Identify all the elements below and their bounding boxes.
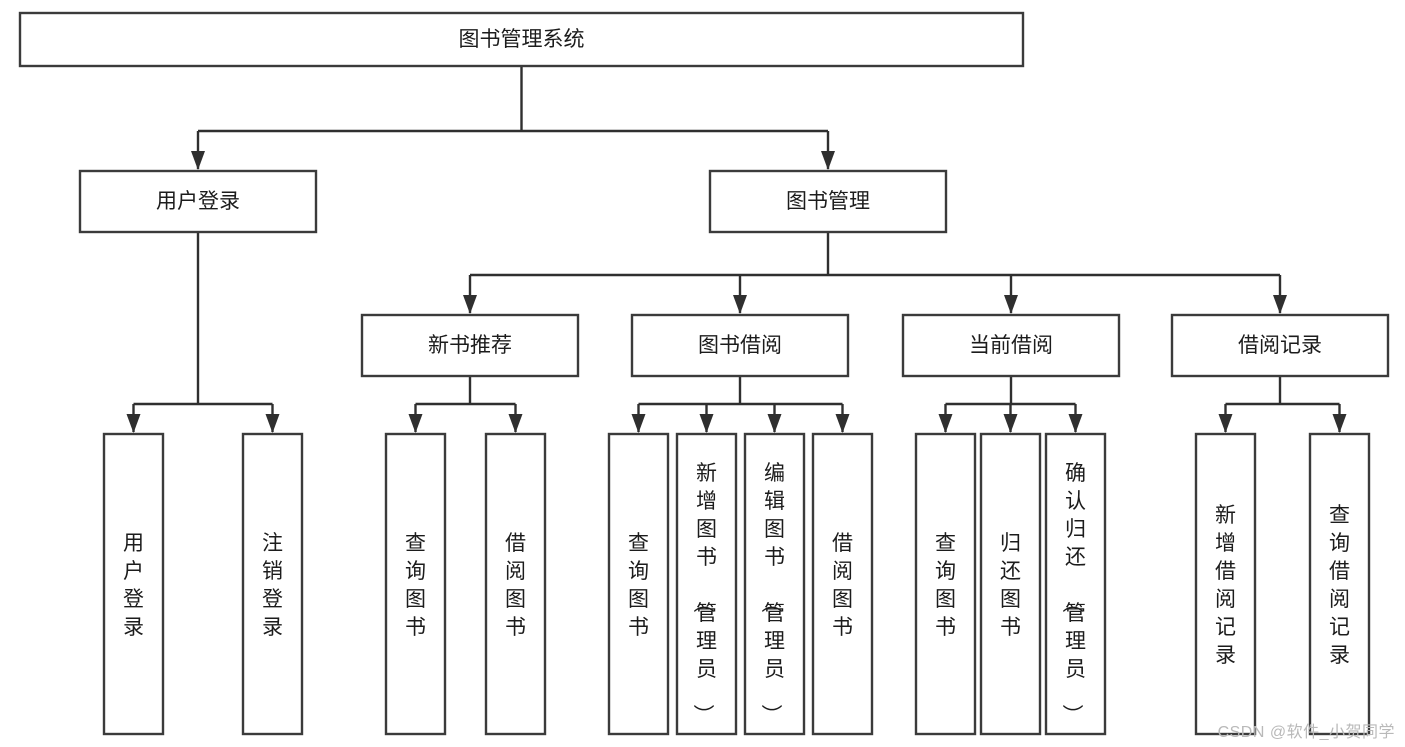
leaf-node-0-用户登录[interactable]: 用户登录 bbox=[102, 432, 165, 736]
edges-layer bbox=[126, 66, 1347, 433]
arrow-head-icon bbox=[1004, 295, 1018, 314]
level2-node-0-新书推荐[interactable]: 新书推荐 bbox=[360, 313, 580, 378]
level2-node-2-当前借阅[interactable]: 当前借阅 bbox=[901, 313, 1121, 378]
node-label: 查询借阅记录 bbox=[1329, 504, 1350, 667]
node-label: 注销登录 bbox=[262, 532, 283, 639]
node-label: 查询图书 bbox=[628, 532, 649, 639]
node-label: 新增图书（管理员） bbox=[691, 462, 717, 725]
node-label: 图书管理系统 bbox=[459, 28, 585, 51]
node-box[interactable] bbox=[1308, 432, 1371, 736]
node-box[interactable] bbox=[241, 432, 304, 736]
node-label: 确认归还（管理员） bbox=[1060, 462, 1086, 725]
node-label: 图书管理 bbox=[786, 190, 870, 213]
node-box[interactable] bbox=[607, 432, 670, 736]
leaf-node-9-归还图书[interactable]: 归还图书 bbox=[979, 432, 1042, 736]
node-box[interactable] bbox=[743, 432, 806, 736]
leaf-node-10-确认归还管理员[interactable]: 确认归还（管理员） bbox=[1044, 432, 1107, 736]
node-box[interactable] bbox=[979, 432, 1042, 736]
leaf-node-8-查询图书[interactable]: 查询图书 bbox=[914, 432, 977, 736]
level1-node-1-图书管理[interactable]: 图书管理 bbox=[708, 169, 948, 234]
node-box[interactable] bbox=[811, 432, 874, 736]
arrow-head-icon bbox=[126, 414, 141, 433]
nodes-layer: 图书管理系统用户登录图书管理新书推荐图书借阅当前借阅借阅记录用户登录注销登录查询… bbox=[18, 11, 1390, 736]
level2-node-3-借阅记录[interactable]: 借阅记录 bbox=[1170, 313, 1390, 378]
node-box[interactable] bbox=[360, 313, 580, 378]
leaf-node-3-借阅图书[interactable]: 借阅图书 bbox=[484, 432, 547, 736]
level2-node-1-图书借阅[interactable]: 图书借阅 bbox=[630, 313, 850, 378]
node-label: 编辑图书（管理员） bbox=[759, 462, 785, 725]
arrow-head-icon bbox=[733, 295, 747, 314]
leaf-node-11-新增借阅记录[interactable]: 新增借阅记录 bbox=[1194, 432, 1257, 736]
node-label: 查询图书 bbox=[405, 532, 426, 639]
arrow-head-icon bbox=[191, 151, 205, 170]
node-box[interactable] bbox=[630, 313, 850, 378]
node-box[interactable] bbox=[18, 11, 1025, 68]
node-label: 当前借阅 bbox=[969, 334, 1053, 357]
node-label: 新增借阅记录 bbox=[1215, 504, 1236, 667]
node-box[interactable] bbox=[384, 432, 447, 736]
leaf-node-4-查询图书[interactable]: 查询图书 bbox=[607, 432, 670, 736]
arrow-head-icon bbox=[1332, 414, 1347, 433]
arrow-head-icon bbox=[1273, 295, 1287, 314]
node-label: 归还图书 bbox=[1000, 532, 1021, 639]
node-label: 用户登录 bbox=[156, 190, 240, 213]
root-node-0-图书管理系统[interactable]: 图书管理系统 bbox=[18, 11, 1025, 68]
node-label: 新书推荐 bbox=[428, 334, 512, 357]
node-box[interactable] bbox=[78, 169, 318, 234]
arrow-head-icon bbox=[631, 414, 646, 433]
arrow-head-icon bbox=[835, 414, 850, 433]
node-label: 查询图书 bbox=[935, 532, 956, 639]
arrow-head-icon bbox=[821, 151, 835, 170]
arrow-head-icon bbox=[767, 414, 782, 433]
node-label: 借阅图书 bbox=[832, 532, 853, 639]
node-box[interactable] bbox=[675, 432, 738, 736]
node-box[interactable] bbox=[901, 313, 1121, 378]
node-box[interactable] bbox=[914, 432, 977, 736]
arrow-head-icon bbox=[699, 414, 714, 433]
level1-node-0-用户登录[interactable]: 用户登录 bbox=[78, 169, 318, 234]
leaf-node-1-注销登录[interactable]: 注销登录 bbox=[241, 432, 304, 736]
node-label: 图书借阅 bbox=[698, 334, 782, 357]
arrow-head-icon bbox=[463, 295, 477, 314]
arrow-head-icon bbox=[1068, 414, 1083, 433]
node-box[interactable] bbox=[484, 432, 547, 736]
arrow-head-icon bbox=[938, 414, 953, 433]
arrow-head-icon bbox=[408, 414, 423, 433]
leaf-node-5-新增图书管理员[interactable]: 新增图书（管理员） bbox=[675, 432, 738, 736]
node-label: 用户登录 bbox=[123, 532, 144, 639]
node-label: 借阅图书 bbox=[505, 532, 526, 639]
node-label: 借阅记录 bbox=[1238, 334, 1322, 357]
arrow-head-icon bbox=[1003, 414, 1018, 433]
arrow-head-icon bbox=[508, 414, 523, 433]
leaf-node-2-查询图书[interactable]: 查询图书 bbox=[384, 432, 447, 736]
node-box[interactable] bbox=[1194, 432, 1257, 736]
node-box[interactable] bbox=[1044, 432, 1107, 736]
leaf-node-12-查询借阅记录[interactable]: 查询借阅记录 bbox=[1308, 432, 1371, 736]
node-box[interactable] bbox=[1170, 313, 1390, 378]
leaf-node-7-借阅图书[interactable]: 借阅图书 bbox=[811, 432, 874, 736]
leaf-node-6-编辑图书管理员[interactable]: 编辑图书（管理员） bbox=[743, 432, 806, 736]
node-box[interactable] bbox=[102, 432, 165, 736]
arrow-head-icon bbox=[265, 414, 280, 433]
node-box[interactable] bbox=[708, 169, 948, 234]
arrow-head-icon bbox=[1218, 414, 1233, 433]
